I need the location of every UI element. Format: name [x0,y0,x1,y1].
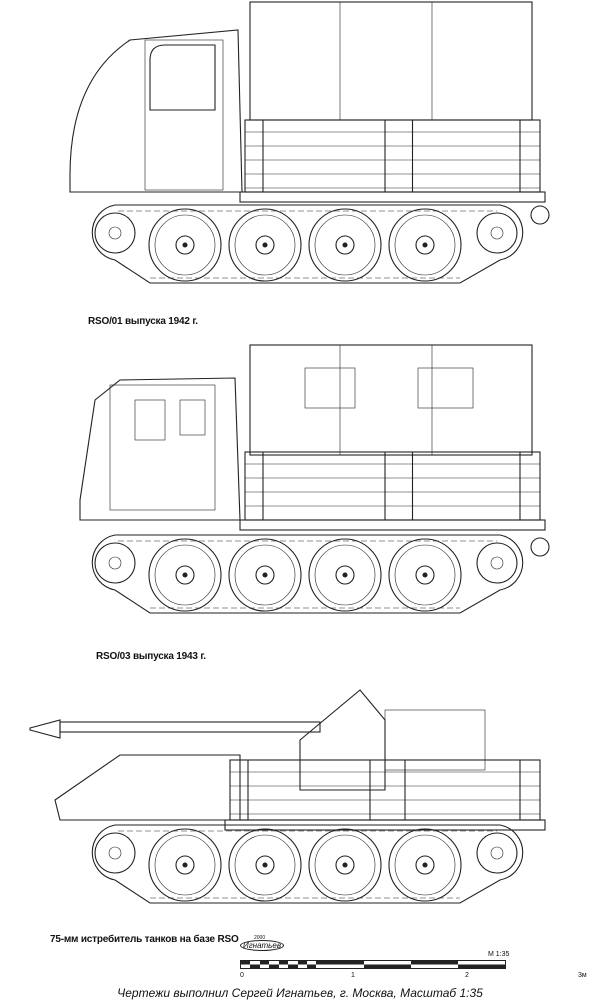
road-wheel-rim [154,834,216,896]
road-wheel-rim [314,834,376,896]
wheel-nut [262,242,268,248]
pak-drawing [29,689,546,904]
road-wheel [228,828,302,902]
wheel-nut [262,862,268,868]
idler-wheel [476,212,518,254]
idler-wheel-hub [490,556,504,570]
wheel-nut [182,242,188,248]
footer-credit: Чертежи выполнил Сергей Игнатьев, г. Мос… [117,986,483,1000]
cargo-bed [244,451,541,521]
scale-tick-3: 3м [578,972,587,979]
rso03-caption: RSO/03 выпуска 1943 г. [96,651,206,662]
cab-door [144,39,224,191]
cargo-bed [244,119,541,193]
pak-caption: 75-мм истребитель танков на базе RSO [50,934,239,945]
road-wheel-hub [175,565,195,585]
gun-shield [299,689,386,791]
drive-sprocket [94,212,136,254]
tow-ball [530,205,550,225]
armored-cab [54,754,241,821]
gun-mount [384,709,486,771]
wheel-nut [342,242,348,248]
canopy-window [304,367,356,409]
road-wheel-rim [314,544,376,606]
road-wheel-hub [255,565,275,585]
wheel-nut [422,862,428,868]
idler-wheel [476,542,518,584]
rso01-drawing [69,1,550,284]
road-wheel-hub [175,855,195,875]
wheel-nut [422,572,428,578]
wheel-nut [342,862,348,868]
road-wheel-rim [234,834,296,896]
idler-wheel-hub [490,226,504,240]
cab-door [109,384,216,511]
muzzle-brake [29,719,61,739]
drive-sprocket [94,542,136,584]
cab-window [134,399,166,441]
road-wheel-hub [335,235,355,255]
idler-wheel-hub [490,846,504,860]
road-wheel-rim [154,214,216,276]
road-wheel-rim [394,834,456,896]
drive-sprocket-hub [108,226,122,240]
road-wheel [388,208,462,282]
road-wheel-hub [175,235,195,255]
wheel-nut [262,572,268,578]
wheel-nut [342,572,348,578]
track [91,824,524,904]
road-wheel [228,538,302,612]
canopy [249,1,533,121]
drive-sprocket-hub [108,556,122,570]
gun-barrel [59,721,321,733]
road-wheel-rim [394,544,456,606]
canopy-window [417,367,474,409]
road-wheel-rim [234,544,296,606]
road-wheel-hub [255,235,275,255]
road-wheel [308,538,382,612]
road-wheel-rim [314,214,376,276]
rso03-drawing [79,344,550,614]
tow-ball [530,537,550,557]
chassis-frame [239,519,546,531]
road-wheel-hub [415,565,435,585]
wheel-nut [422,242,428,248]
drive-sprocket-hub [108,846,122,860]
scale-tick-0: 0 [240,972,244,979]
chassis-frame [239,191,546,203]
road-wheel [308,208,382,282]
road-wheel [388,828,462,902]
cab-window [179,399,206,436]
canopy [249,344,533,456]
road-wheel-hub [415,235,435,255]
wheel-nut [182,572,188,578]
road-wheel [228,208,302,282]
road-wheel [388,538,462,612]
road-wheel-hub [335,855,355,875]
cab-window [149,44,216,111]
cab [69,29,243,193]
idler-wheel [476,832,518,874]
road-wheel [148,828,222,902]
scale-bar [240,960,506,969]
road-wheel-rim [154,544,216,606]
scale-tick-1: 1 [351,972,355,979]
road-wheel-hub [415,855,435,875]
road-wheel [148,208,222,282]
scale-tick-2: 2 [465,972,469,979]
wheel-nut [182,862,188,868]
track [91,534,524,614]
road-wheel-hub [255,855,275,875]
track [91,204,524,284]
scale-label: M 1:35 [488,951,510,958]
road-wheel [148,538,222,612]
road-wheel-hub [335,565,355,585]
drive-sprocket [94,832,136,874]
road-wheel-rim [234,214,296,276]
rso01-caption: RSO/01 выпуска 1942 г. [88,316,198,327]
road-wheel-rim [394,214,456,276]
road-wheel [308,828,382,902]
cab [79,377,241,521]
